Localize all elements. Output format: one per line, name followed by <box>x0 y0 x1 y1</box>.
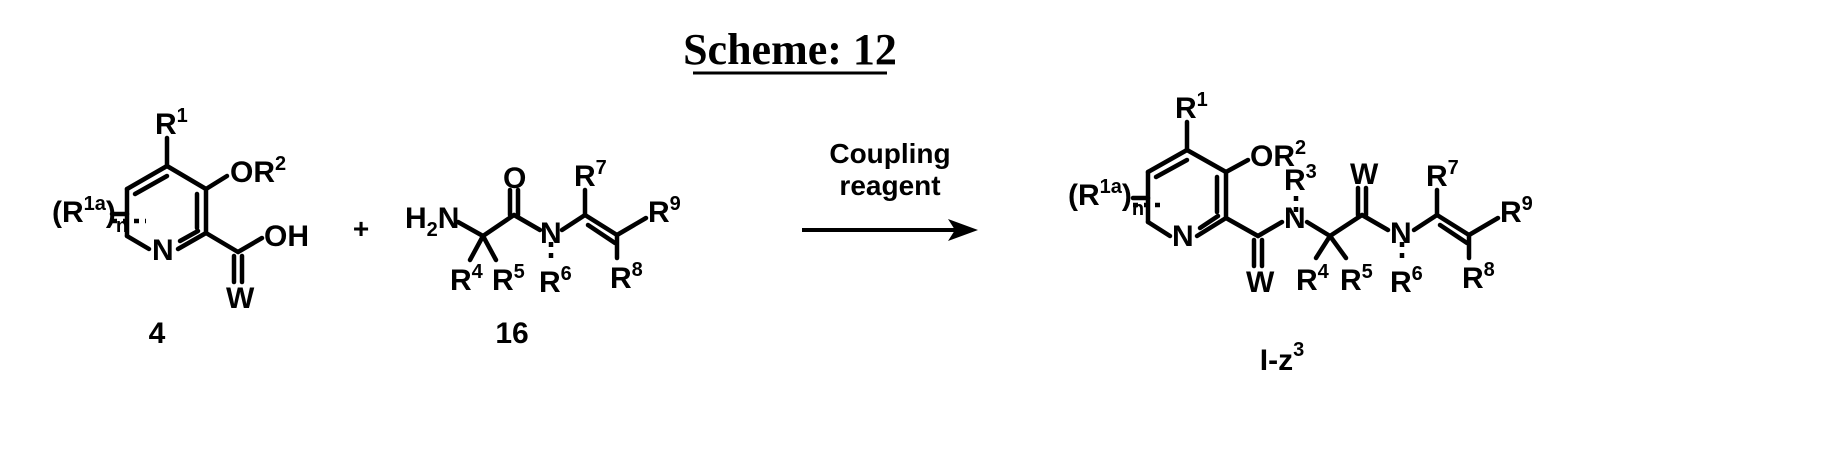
atom-n-c16: N <box>540 217 562 250</box>
plus-sign: + <box>353 213 369 244</box>
reaction-arrow <box>802 219 978 241</box>
atom-o-c16: O <box>503 162 526 195</box>
atom-or2-c4: OR2 <box>230 153 286 189</box>
atom-n-c4: N <box>152 234 174 267</box>
atom-h2n-c16: H2N <box>405 202 459 241</box>
atom-r5-product: R5 <box>1340 261 1373 297</box>
atom-r1-product: R1 <box>1175 89 1208 125</box>
atom-r3-product: R3 <box>1284 161 1317 197</box>
reagent-line-2: reagent <box>839 170 940 201</box>
compound-label-4: 4 <box>149 317 166 350</box>
atom-n-amide-product: N <box>1284 202 1306 235</box>
atom-n-ring-product: N <box>1172 220 1194 253</box>
atom-r4-c16: R4 <box>450 261 484 297</box>
atom-w2-product: W <box>1350 158 1379 191</box>
compound-label-16: 16 <box>495 317 528 350</box>
scheme-title: Scheme: 12 <box>683 25 897 74</box>
atom-r6-product: R6 <box>1390 263 1423 299</box>
atom-r1-c4: R1 <box>155 105 188 141</box>
atom-oh-c4: OH <box>264 220 309 253</box>
reagent-line-1: Coupling <box>829 138 950 169</box>
atom-r8-product: R8 <box>1462 259 1495 295</box>
atom-n2-product: N <box>1390 217 1412 250</box>
atom-r1a-c4: (R1a)n <box>52 193 128 237</box>
atom-r4-product: R4 <box>1296 261 1330 297</box>
atom-r7-product: R7 <box>1426 157 1459 193</box>
atom-r9-product: R9 <box>1500 193 1533 229</box>
atom-r5-c16: R5 <box>492 261 525 297</box>
atom-r6-c16: R6 <box>539 263 572 299</box>
atom-r8-c16: R8 <box>610 259 643 295</box>
atom-r1a-product: (R1a)n <box>1068 176 1144 220</box>
atom-w1-product: W <box>1246 266 1275 299</box>
compound-label-product: I-z3 <box>1260 339 1304 377</box>
atom-w-c4: W <box>226 282 255 315</box>
atom-r7-c16: R7 <box>574 157 607 193</box>
atom-r9-c16: R9 <box>648 193 681 229</box>
